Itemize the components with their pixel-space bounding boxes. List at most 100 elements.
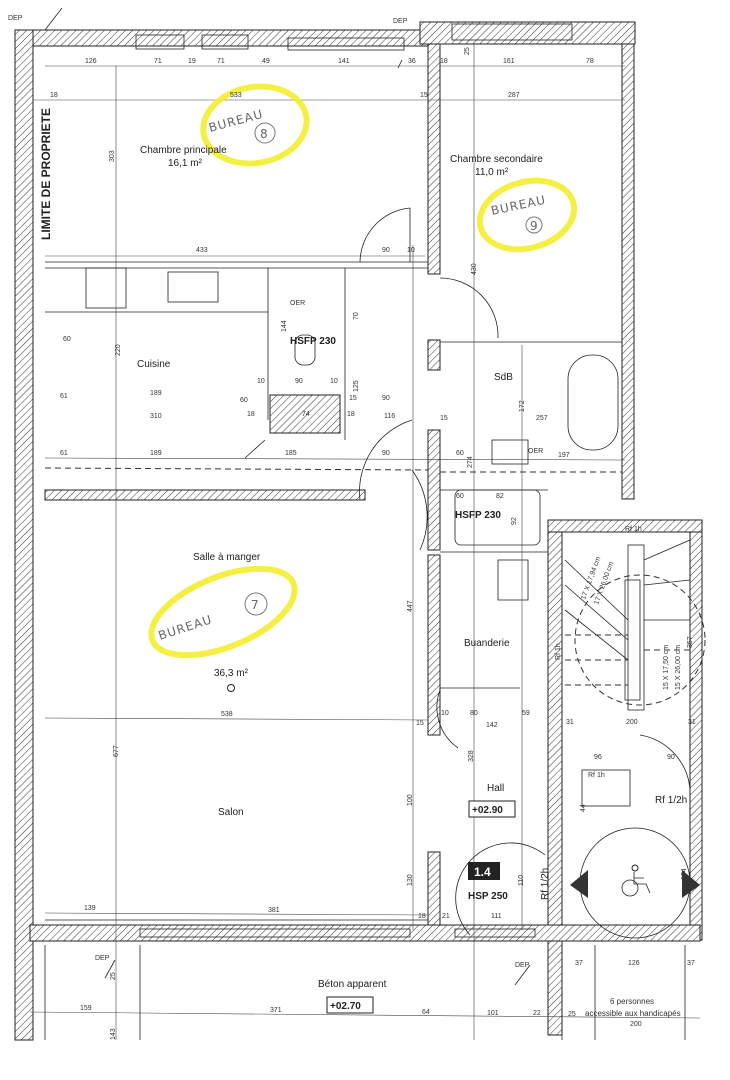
hsp-label: HSP 250	[468, 891, 508, 902]
dimension-label: 141	[338, 58, 350, 65]
dimension-label: 174	[681, 868, 688, 880]
dimension-label: 74	[302, 411, 310, 418]
level-hall: +02.90	[472, 805, 503, 816]
dimension-label: 37	[687, 960, 695, 967]
fire-rating: Rf 1h	[588, 772, 605, 779]
dep-label: DEP	[95, 955, 110, 962]
dimension-label: 49	[262, 58, 270, 65]
dimension-label: 15	[420, 92, 428, 99]
dimension-label: 59	[522, 710, 530, 717]
dimension-label: 10	[441, 710, 449, 717]
dimension-label: 60	[456, 450, 464, 457]
dimension-label: 10	[330, 378, 338, 385]
dimension-label: 110	[518, 875, 525, 886]
dimension-label: 185	[285, 450, 297, 457]
room-hall: Hall	[487, 783, 504, 794]
dimension-label: 125	[353, 380, 360, 392]
dimension-label: 433	[196, 247, 208, 254]
dimension-label: 18	[347, 411, 355, 418]
dimension-label: 60	[240, 397, 248, 404]
technical-labels: HSFP 230 HSFP 230 HSP 250 OER OER +02.90…	[8, 7, 687, 1014]
oer-label: OER	[528, 448, 543, 455]
dimension-label: 189	[150, 390, 162, 397]
stair-label: 15 X 26,00 cm	[675, 645, 682, 690]
dimension-label: 111	[491, 913, 502, 920]
room-sdb: SdB	[494, 372, 513, 383]
dimension-label: 78	[586, 58, 594, 65]
dimension-label: 172	[519, 400, 526, 412]
room-salle-a-manger: Salle à manger	[193, 552, 261, 563]
dimension-label: 159	[80, 1005, 92, 1012]
dimension-label: 60	[63, 336, 71, 343]
dimension-label: 82	[496, 493, 504, 500]
dimension-label: 139	[84, 905, 96, 912]
room-chambre-principale: Chambre principale	[140, 145, 227, 156]
fire-rating: Rf 1h	[625, 526, 642, 533]
dimension-label: 116	[384, 413, 395, 420]
dimension-label: 303	[109, 150, 116, 162]
dimension-label: 64	[422, 1009, 430, 1016]
dep-label: DEP	[515, 962, 530, 969]
dimension-label: 19	[188, 58, 196, 65]
dimension-label: 31	[566, 719, 574, 726]
dimension-label: 18	[247, 411, 255, 418]
dimension-label: 44	[580, 804, 587, 812]
dimension-label: 80	[470, 710, 478, 717]
dimension-label: 161	[503, 58, 515, 65]
oer-label: OER	[290, 300, 305, 307]
dimension-label: 37	[575, 960, 583, 967]
dimension-label: 430	[471, 263, 478, 275]
dimension-label: 15	[416, 720, 424, 727]
bureau-9-number: 9	[530, 219, 539, 233]
dimension-label: 25	[110, 972, 117, 980]
room-chambre-secondaire: Chambre secondaire	[450, 154, 543, 165]
dimension-label: 36	[408, 58, 416, 65]
room-labels: Chambre principale 16,1 m² Chambre secon…	[39, 108, 681, 1018]
dimension-label: 71	[217, 58, 225, 65]
room-beton-apparent: Béton apparent	[318, 979, 387, 990]
dimension-label: 533	[230, 92, 242, 99]
dimension-label: 61	[60, 393, 68, 400]
dimension-label: 126	[85, 58, 97, 65]
dimension-label: 310	[150, 413, 162, 420]
dimension-label: 371	[270, 1007, 282, 1014]
walls	[14, 21, 703, 1041]
dimension-label: 22	[533, 1010, 541, 1017]
hsfp-label: HSFP 230	[290, 336, 336, 347]
wheelchair-icon	[621, 864, 651, 897]
dimension-label: 90	[295, 378, 303, 385]
bureau-8-number: 8	[260, 127, 269, 141]
dep-label: DEP	[8, 15, 23, 22]
dimension-label: 25	[464, 47, 471, 55]
fire-rating: Rf 1h	[555, 643, 562, 660]
dimension-label: 328	[468, 750, 475, 762]
property-limit-label: LIMITE DE PROPRIETE	[39, 108, 53, 240]
elevator-accessibility: accessible aux handicapés	[585, 1009, 681, 1018]
dimension-label: 18	[50, 92, 58, 99]
dimension-label: 96	[594, 754, 602, 761]
arrow-left-icon	[570, 870, 588, 898]
wheelchair-turning-area	[570, 827, 700, 939]
room-buanderie: Buanderie	[464, 638, 510, 649]
dimension-label: 92	[511, 517, 518, 525]
dimension-label: 61	[60, 450, 68, 457]
dimension-label: 21	[442, 913, 450, 920]
dimension-label: 90	[667, 754, 675, 761]
stair-label: 15 X 17,50 cm	[663, 645, 670, 690]
dimension-label: 10	[257, 378, 265, 385]
windows	[135, 23, 573, 938]
bureau-7-number: 7	[251, 598, 260, 612]
dimension-label: 126	[628, 960, 640, 967]
fire-rating: Rf 1/2h	[540, 868, 551, 900]
dimension-label: 25	[568, 1011, 576, 1018]
dimension-label: 31	[688, 719, 696, 726]
dimension-label: 677	[113, 745, 120, 757]
dimension-label: 220	[115, 344, 122, 356]
dimension-label: 15	[440, 415, 448, 422]
dimension-label: 18	[440, 58, 448, 65]
fire-rating: Rf 1/2h	[655, 795, 687, 806]
dimension-label: 200	[626, 719, 638, 726]
dimension-label: 257	[536, 415, 548, 422]
room-cuisine: Cuisine	[137, 359, 171, 370]
